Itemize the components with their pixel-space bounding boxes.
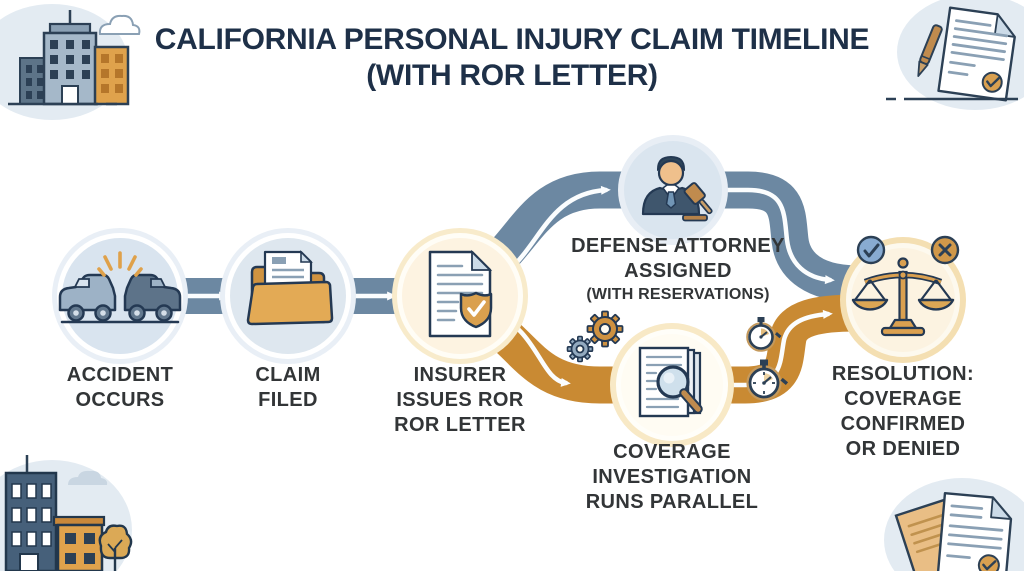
attorney-gavel-icon [641,155,713,222]
node-defense-attorney [618,135,728,245]
city-buildings-illustration [0,4,141,120]
stopwatch-icon [746,359,789,401]
node-insurer-issues-ror [392,228,528,364]
car-crash-icon [58,251,182,324]
ror-letter-shield-icon [428,249,493,338]
city-buildings-tree-illustration [0,455,133,571]
node-resolution [840,237,966,363]
investigation-magnifier-icon [638,346,703,418]
signed-document-pen-illustration [886,0,1024,110]
stopwatch-icon [746,317,782,352]
claim-folder-icon [246,250,334,326]
node-coverage-investigation [610,323,734,447]
label-claim-filed: CLAIM FILED [255,364,321,411]
gavel-icon [683,182,713,215]
x-circle-icon [930,235,960,265]
pen-icon [917,24,943,78]
title-line-2: (WITH ROR LETTER) [366,59,658,92]
page-title: CALIFORNIA PERSONAL INJURY CLAIM TIMELIN… [0,22,1024,94]
label-defense-attorney: DEFENSE ATTORNEY ASSIGNED (WITH RESERVAT… [571,235,785,303]
justice-scales-icon [851,257,955,337]
impact-sparks-icon [97,251,143,277]
title-line-1: CALIFORNIA PERSONAL INJURY CLAIM TIMELIN… [154,23,870,56]
label-coverage-investigation: COVERAGE INVESTIGATION RUNS PARALLEL [585,441,759,513]
check-circle-icon [856,235,886,265]
gears-icon [566,310,624,363]
label-accident-occurs: ACCIDENT OCCURS [66,364,174,411]
stamped-documents-illustration [884,478,1024,571]
arrow-icon [717,187,835,285]
node-claim-filed [220,228,356,364]
label-resolution: RESOLUTION: COVERAGE CONFIRMED OR DENIED [831,363,975,460]
tree-icon [98,524,133,571]
node-accident-occurs [52,228,188,364]
label-insurer-issues-ror: INSURER ISSUES ROR ROR LETTER [394,364,526,436]
